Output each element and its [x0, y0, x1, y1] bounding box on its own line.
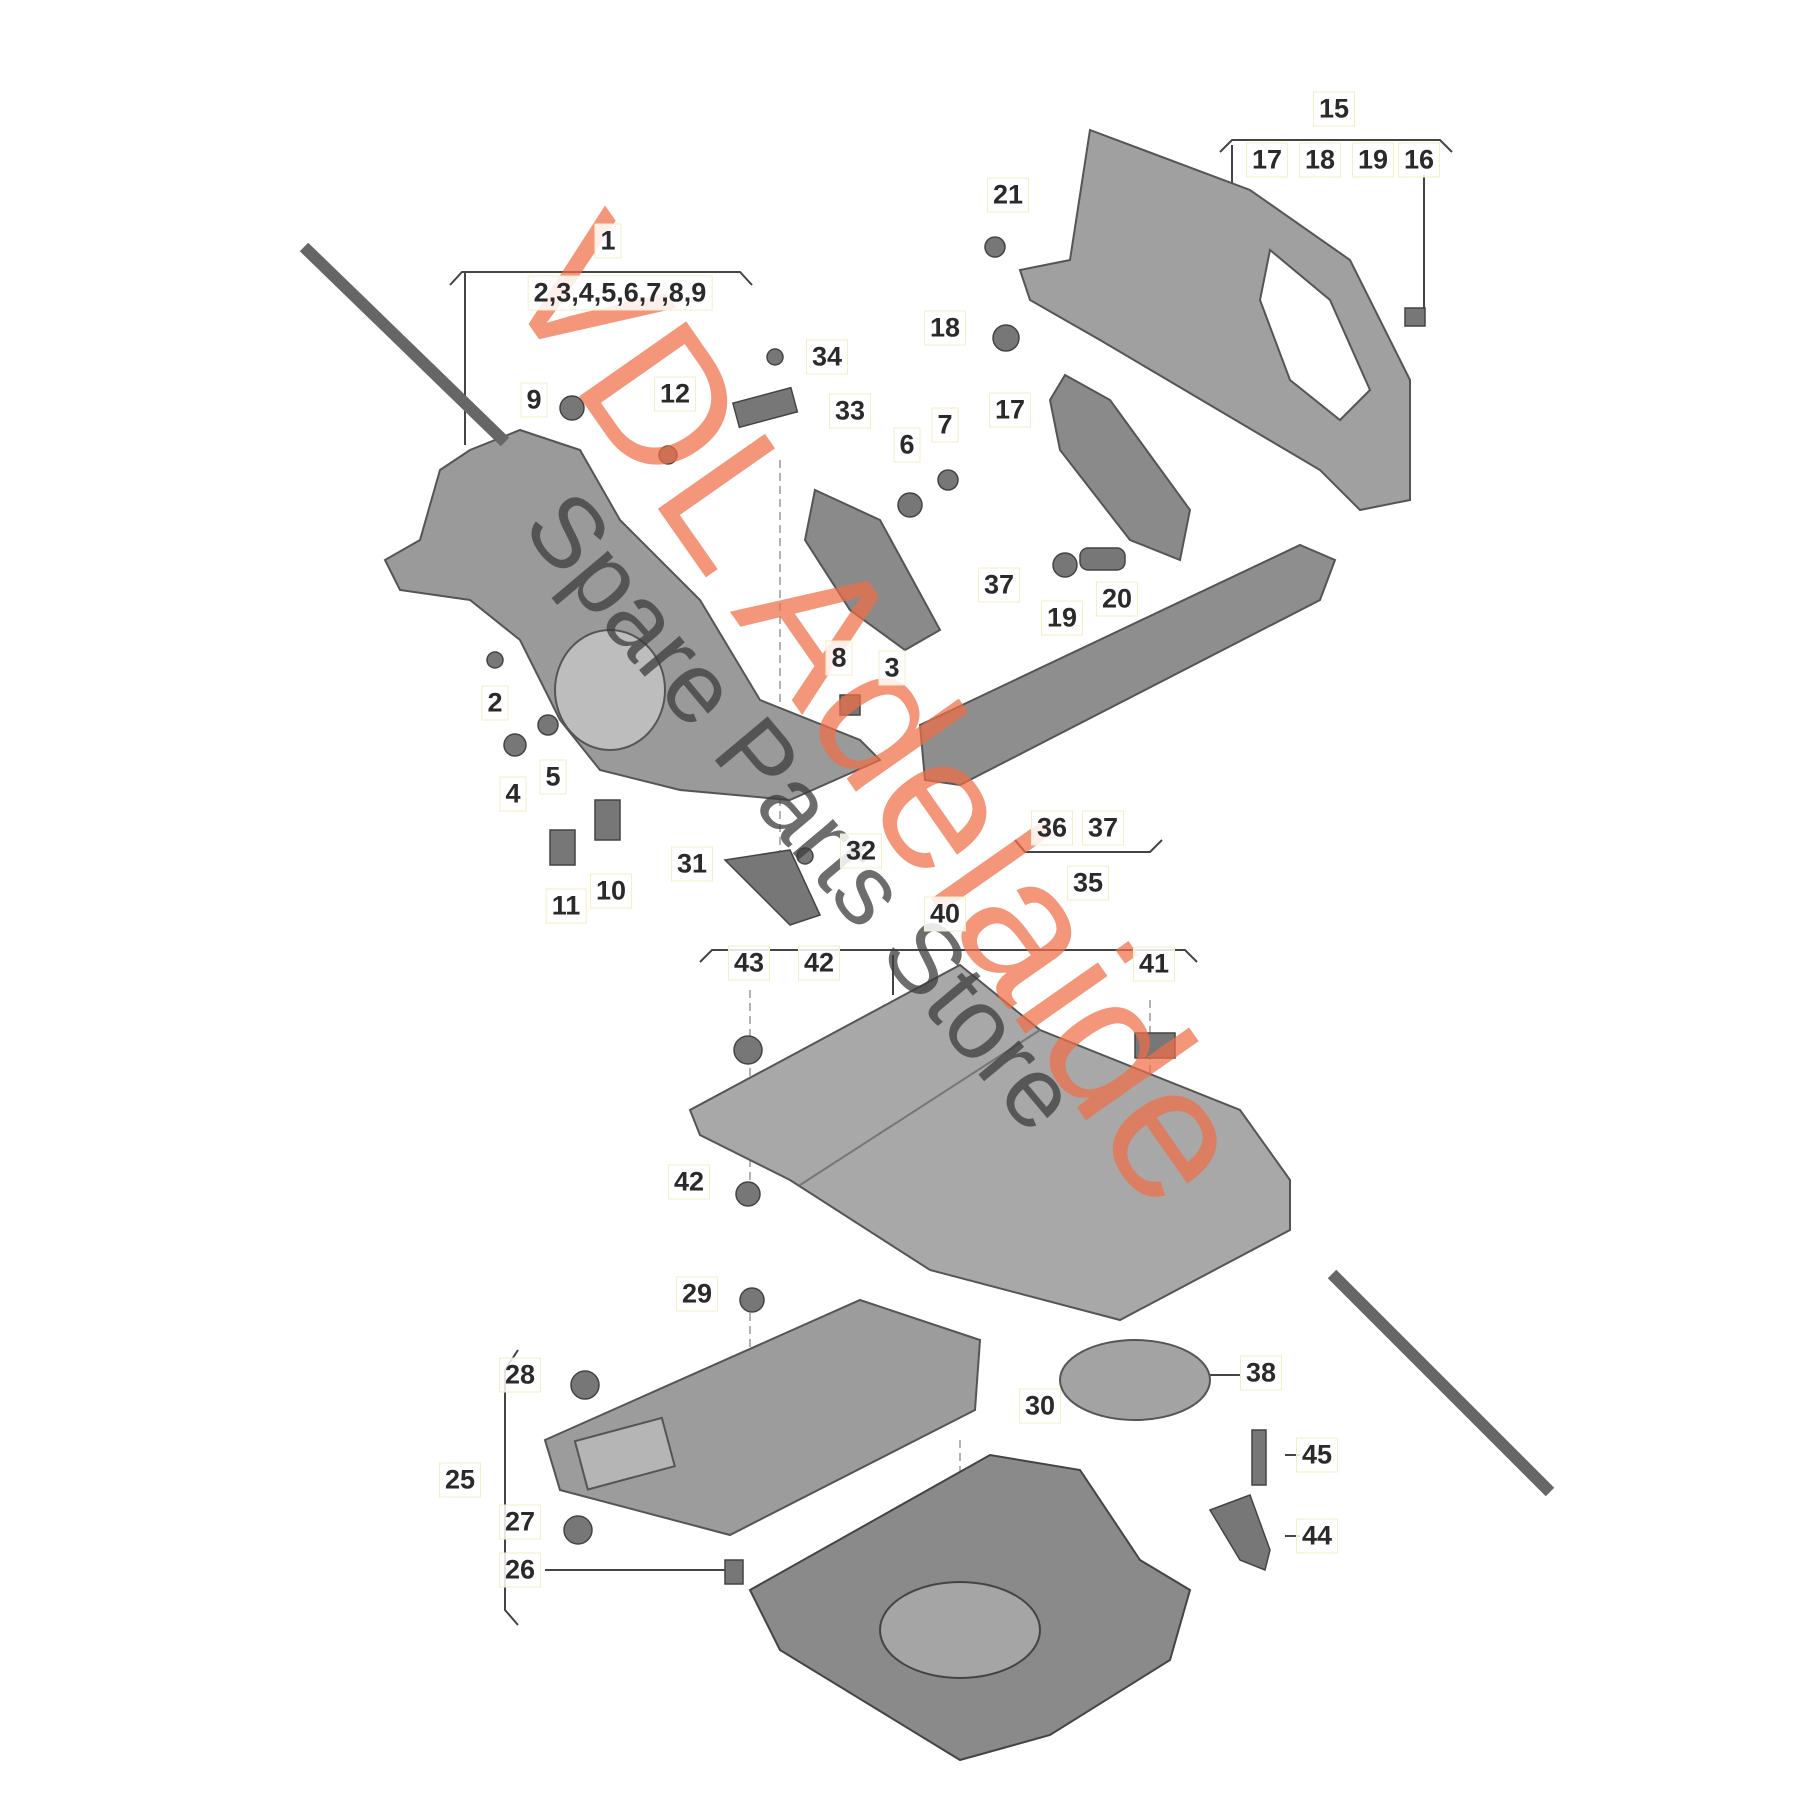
- callout-21: 21: [986, 177, 1030, 213]
- callout-3: 3: [878, 650, 906, 686]
- rear-trim-panel: [1018, 128, 1411, 512]
- callout-29: 29: [675, 1276, 719, 1312]
- callout-15-18: 18: [1298, 142, 1342, 178]
- callout-35: 35: [1066, 865, 1110, 901]
- callout-20: 20: [1095, 581, 1139, 617]
- callout-5: 5: [539, 759, 567, 795]
- callout-40: 40: [923, 896, 967, 932]
- callout-4: 4: [499, 776, 527, 812]
- callout-15: 15: [1312, 91, 1356, 127]
- callout-15-19: 19: [1351, 142, 1395, 178]
- spare-wheel-cover: [543, 1298, 982, 1537]
- callout-37-lower: 37: [1081, 810, 1125, 846]
- callout-15-16: 16: [1397, 142, 1441, 178]
- loading-sill-trim: [918, 543, 1337, 787]
- spare-wheel-well: [748, 1453, 1192, 1762]
- left-side-trim-panel: [383, 428, 882, 802]
- callout-17: 17: [988, 392, 1032, 428]
- foam-disc: [1059, 1339, 1211, 1421]
- callout-8: 8: [825, 640, 853, 676]
- callout-26: 26: [498, 1552, 542, 1588]
- callout-36: 36: [1030, 810, 1074, 846]
- watermark-strokes: [299, 242, 1555, 1497]
- callout-45: 45: [1295, 1437, 1339, 1473]
- callout-41: 41: [1132, 946, 1176, 982]
- callout-30: 30: [1018, 1388, 1062, 1424]
- callout-group-2-9: 2,3,4,5,6,7,8,9: [527, 275, 713, 311]
- callout-25: 25: [438, 1462, 482, 1498]
- callout-9: 9: [520, 382, 548, 418]
- callout-43: 43: [727, 945, 771, 981]
- callout-1: 1: [594, 223, 622, 259]
- callout-34: 34: [805, 339, 849, 375]
- callout-31: 31: [670, 846, 714, 882]
- callout-18: 18: [923, 310, 967, 346]
- callout-42-upper: 42: [797, 945, 841, 981]
- callout-11: 11: [545, 888, 587, 924]
- callout-32: 32: [839, 833, 883, 869]
- callout-27: 27: [498, 1504, 542, 1540]
- floor-covering: [688, 963, 1291, 1322]
- callout-10: 10: [589, 873, 633, 909]
- callout-12: 12: [653, 376, 697, 412]
- fasteners: [486, 236, 1426, 1585]
- callout-38: 38: [1239, 1355, 1283, 1391]
- callout-37-upper: 37: [977, 567, 1021, 603]
- cover-panels: [803, 373, 1192, 652]
- callout-19: 19: [1040, 600, 1084, 636]
- callout-6: 6: [893, 427, 921, 463]
- callout-2: 2: [481, 685, 509, 721]
- bracket-lines: [449, 139, 1453, 1626]
- callout-44: 44: [1295, 1518, 1339, 1554]
- callout-15-17: 17: [1245, 142, 1289, 178]
- callout-7: 7: [931, 407, 959, 443]
- callout-33: 33: [828, 393, 872, 429]
- callout-28: 28: [498, 1357, 542, 1393]
- callout-42-lower: 42: [667, 1164, 711, 1200]
